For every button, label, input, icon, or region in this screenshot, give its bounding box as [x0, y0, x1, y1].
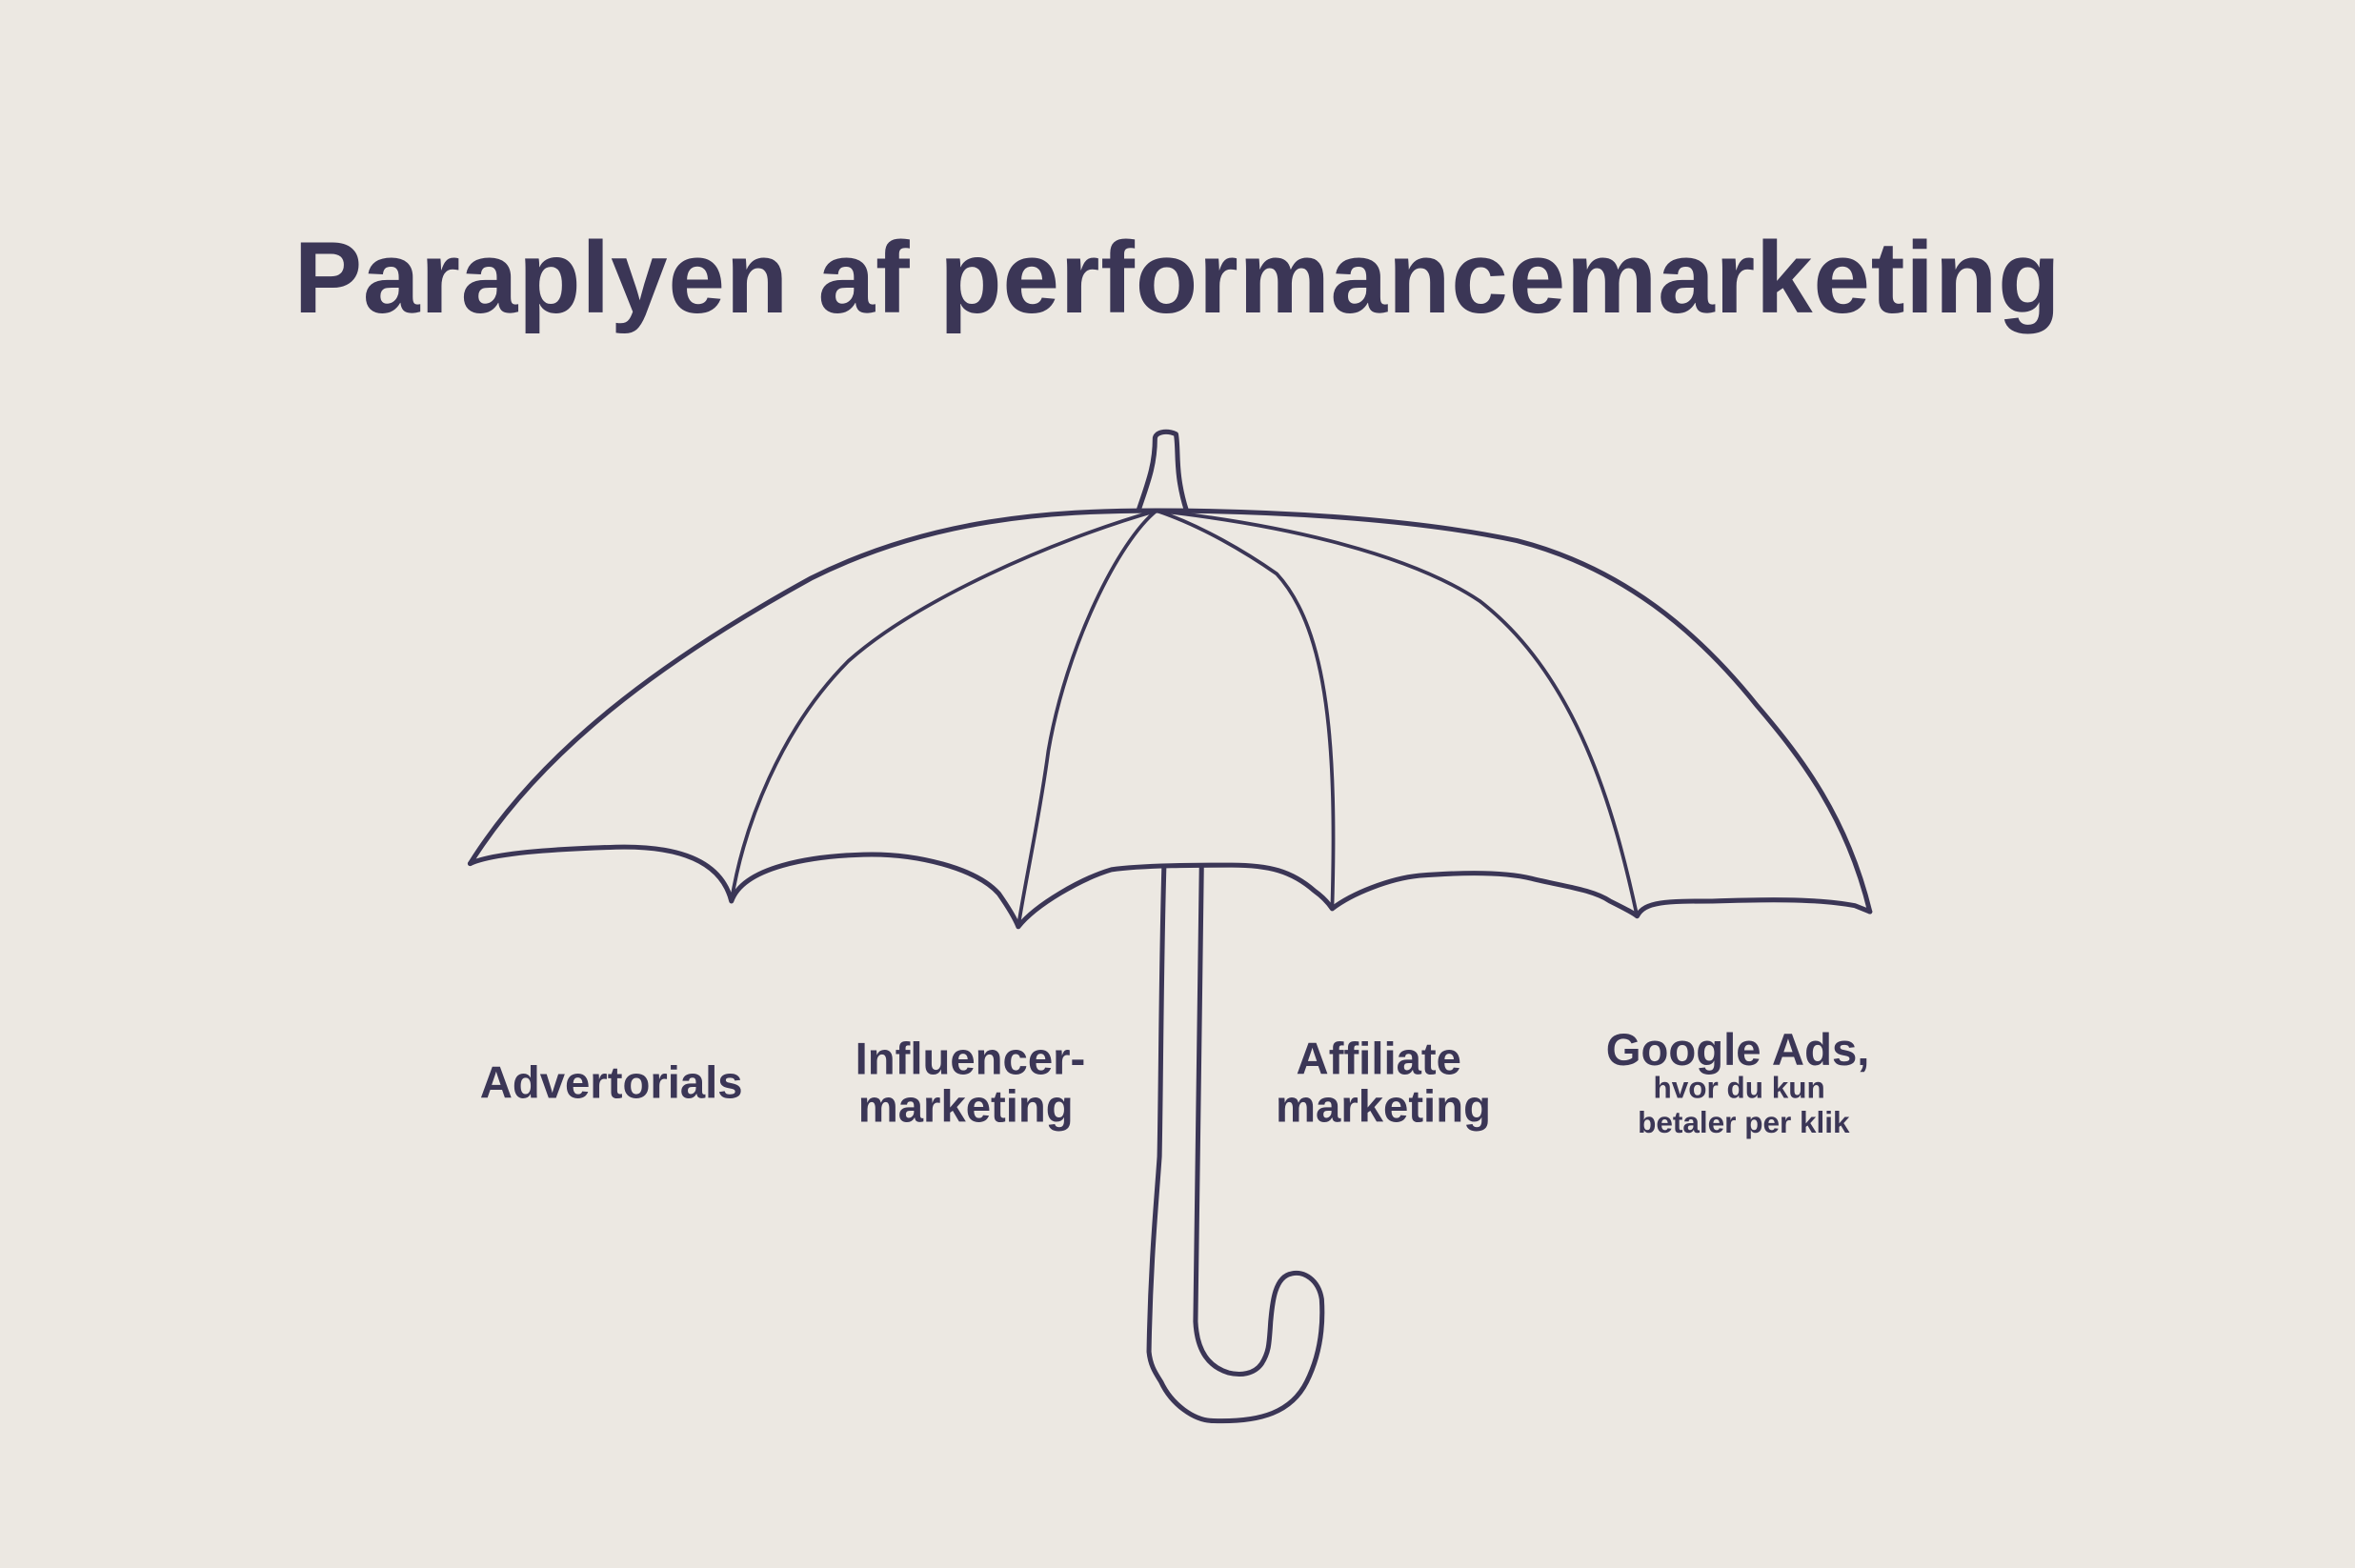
label-affiliate-line1: Affiliate [1297, 1034, 1461, 1084]
label-influencer-line1: Influencer- [855, 1034, 1086, 1084]
umbrella-rib [729, 509, 1158, 903]
label-google-ads-line2: hvor du kun [1653, 1071, 1824, 1105]
umbrella-rib [1155, 509, 1640, 918]
umbrella-icon [467, 429, 1873, 1424]
umbrella-rib [1155, 509, 1336, 911]
label-affiliate-line2: marketing [1276, 1082, 1491, 1133]
umbrella-rib [1016, 509, 1158, 929]
label-influencer-line2: marketing [858, 1082, 1074, 1133]
umbrella-shaft [1146, 865, 1325, 1424]
umbrella-hem [467, 844, 1873, 930]
label-advertorials: Advertorials [480, 1058, 743, 1109]
umbrella-labels: Advertorials Influencer- marketing Affil… [480, 1025, 1870, 1139]
umbrella-canopy-outline [467, 508, 1873, 915]
label-google-ads-line3: betaler per klik [1638, 1105, 1850, 1139]
label-google-ads-line1: Google Ads, [1606, 1025, 1870, 1075]
umbrella-tip [1136, 429, 1189, 513]
page-title: Paraplyen af performancemarketing [294, 220, 2062, 334]
